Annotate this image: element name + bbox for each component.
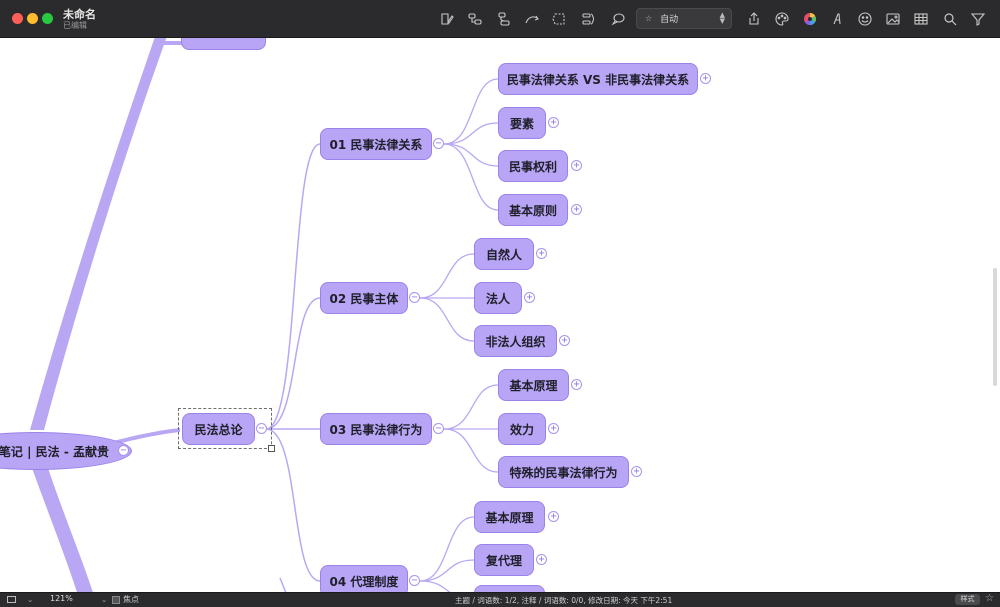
expand-toggle-icon[interactable]: + — [524, 292, 535, 303]
central-topic[interactable]: 民法总论 — [182, 413, 255, 445]
focus-checkbox[interactable] — [112, 596, 120, 604]
font-icon[interactable] — [827, 9, 847, 29]
star-icon[interactable]: ☆ — [985, 593, 994, 604]
expand-toggle-icon[interactable]: + — [571, 379, 582, 390]
updown-chevron-icon: ▲▼ — [719, 11, 725, 25]
search-icon[interactable] — [940, 9, 960, 29]
leaf-topic[interactable]: 民事权利 — [498, 150, 568, 182]
leaf-topic[interactable]: 复代理 — [474, 544, 534, 576]
mindmap-canvas[interactable]: 笔记 | 民法 - 孟献贵 − 民法总论 − 01 民事法律关系 − 民事法律关… — [0, 38, 1000, 592]
style-select[interactable]: ☆ 自动 ▲▼ — [636, 8, 732, 29]
color-wheel-icon[interactable] — [800, 9, 820, 29]
expand-toggle-icon[interactable]: + — [536, 554, 547, 565]
leaf-topic[interactable]: 基本原理 — [498, 369, 569, 401]
leaf-topic[interactable]: 效力 — [498, 413, 546, 445]
leaf-topic[interactable]: 法人 — [474, 282, 522, 314]
branch-topic-04[interactable]: 04 代理制度 — [320, 565, 408, 592]
topic-icon[interactable] — [437, 9, 457, 29]
expand-toggle-icon[interactable]: + — [548, 423, 559, 434]
leaf-topic[interactable]: 自然人 — [474, 238, 534, 270]
sidebar-toggle-icon[interactable] — [7, 596, 16, 603]
root-branch-down — [32, 468, 93, 592]
document-status: 已编辑 — [63, 21, 87, 30]
expand-toggle-icon[interactable]: + — [548, 117, 559, 128]
branch-topic-02[interactable]: 02 民事主体 — [320, 282, 408, 314]
style-select-value: 自动 — [660, 15, 679, 25]
expand-toggle-icon[interactable]: + — [548, 511, 559, 522]
leaf-topic-partial[interactable] — [474, 585, 545, 592]
root-to-central — [95, 428, 180, 450]
expand-toggle-icon[interactable]: + — [559, 335, 570, 346]
boundary-icon[interactable] — [549, 9, 569, 29]
chevron-down-icon[interactable]: ⌄ — [101, 595, 108, 604]
emoji-icon[interactable] — [855, 9, 875, 29]
branch-topic-03[interactable]: 03 民事法律行为 — [320, 413, 432, 445]
collapse-toggle-icon[interactable]: − — [409, 292, 420, 303]
collapse-toggle-icon[interactable]: − — [256, 423, 267, 434]
collapse-toggle-icon[interactable]: − — [433, 423, 444, 434]
vertical-scrollbar[interactable] — [993, 268, 997, 386]
palette-icon[interactable] — [772, 9, 792, 29]
collapse-toggle-icon[interactable]: − — [409, 575, 420, 586]
expand-toggle-icon[interactable]: + — [631, 466, 642, 477]
callout-icon[interactable] — [608, 9, 628, 29]
table-icon[interactable] — [911, 9, 931, 29]
filter-icon[interactable] — [968, 9, 988, 29]
leaf-topic[interactable]: 非法人组织 — [474, 325, 557, 357]
image-icon[interactable] — [883, 9, 903, 29]
leaf-topic[interactable]: 民事法律关系 VS 非民事法律关系 — [498, 63, 698, 95]
topic-node-partial[interactable] — [181, 38, 266, 50]
branch-topic-01[interactable]: 01 民事法律关系 — [320, 128, 432, 160]
root-branch-up — [30, 38, 167, 430]
leaf-edges — [419, 78, 499, 592]
style-button[interactable]: 样式 — [955, 594, 980, 605]
selection-outline — [178, 408, 272, 449]
collapse-toggle-icon[interactable]: − — [118, 445, 129, 456]
leaf-topic[interactable]: 特殊的民事法律行为 — [498, 456, 629, 488]
status-bar: ⌄ 121% ⌄ 焦点 主题 / 词语数: 1/2, 注释 / 词语数: 0/0… — [0, 592, 1000, 607]
expand-toggle-icon[interactable]: + — [571, 204, 582, 215]
close-window-button[interactable] — [12, 13, 23, 24]
leaf-topic[interactable]: 基本原理 — [474, 501, 545, 533]
share-icon[interactable] — [744, 9, 764, 29]
zoom-level[interactable]: 121% — [50, 594, 73, 603]
top-branch-stub — [158, 41, 182, 45]
collapse-toggle-icon[interactable]: − — [433, 138, 444, 149]
curve-arrow-icon[interactable] — [522, 9, 542, 29]
focus-label: 焦点 — [123, 595, 139, 604]
expand-toggle-icon[interactable]: + — [536, 248, 547, 259]
expand-toggle-icon[interactable]: + — [700, 73, 711, 84]
leaf-topic[interactable]: 要素 — [498, 107, 546, 139]
title-bar: 未命名 已编辑 ☆ 自动 ▲▼ — [0, 0, 1000, 38]
branch-edges — [265, 143, 321, 592]
document-title: 未命名 — [63, 8, 96, 21]
summary-icon[interactable] — [579, 9, 599, 29]
star-icon: ☆ — [645, 14, 653, 23]
subtopic-icon[interactable] — [465, 9, 485, 29]
resize-handle[interactable] — [268, 445, 275, 452]
maximize-window-button[interactable] — [42, 13, 53, 24]
relationship-icon[interactable] — [494, 9, 514, 29]
document-stats: 主题 / 词语数: 1/2, 注释 / 词语数: 0/0, 修改日期: 今天 下… — [455, 596, 673, 605]
minimize-window-button[interactable] — [27, 13, 38, 24]
leaf-topic[interactable]: 基本原则 — [498, 194, 568, 226]
connector-lines — [30, 38, 499, 592]
expand-toggle-icon[interactable]: + — [571, 160, 582, 171]
chevron-down-icon[interactable]: ⌄ — [27, 595, 34, 604]
